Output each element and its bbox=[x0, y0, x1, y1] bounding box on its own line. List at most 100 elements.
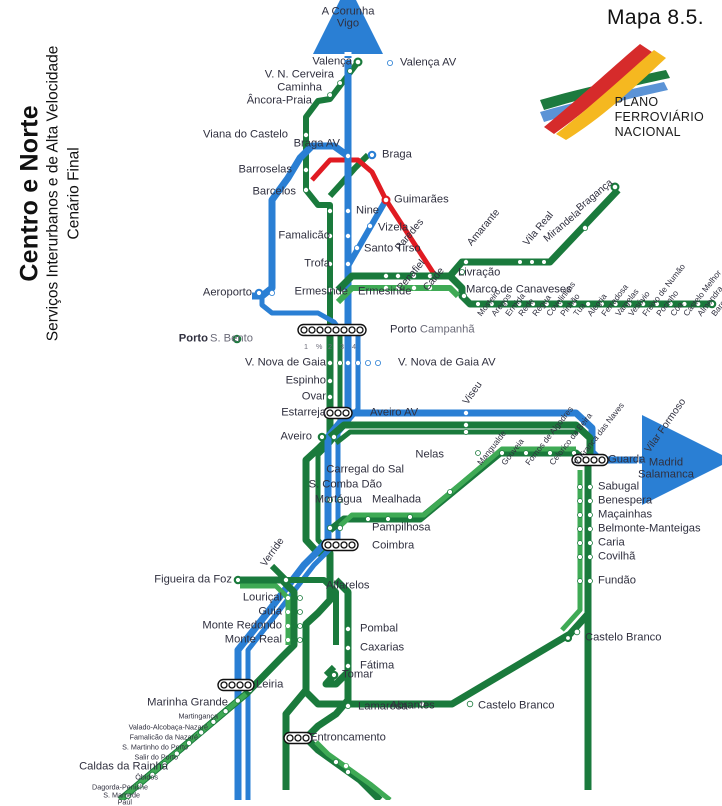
station-dot[interactable] bbox=[222, 708, 229, 715]
station-dot[interactable] bbox=[125, 793, 132, 800]
station-dot[interactable] bbox=[577, 526, 583, 532]
terminus-station-dot[interactable] bbox=[367, 150, 377, 160]
station-dot[interactable] bbox=[587, 512, 593, 518]
station-dot[interactable] bbox=[285, 637, 291, 643]
station-dot[interactable] bbox=[326, 377, 333, 384]
station-dot[interactable] bbox=[285, 623, 291, 629]
station-dot[interactable] bbox=[332, 759, 339, 766]
station-dot[interactable] bbox=[302, 186, 309, 193]
station-dot[interactable] bbox=[302, 166, 309, 173]
terminus-station-dot[interactable] bbox=[353, 57, 363, 67]
station-dot[interactable] bbox=[330, 433, 337, 440]
station-dot[interactable] bbox=[695, 301, 702, 307]
station-dot[interactable] bbox=[342, 763, 349, 770]
station-dot[interactable] bbox=[587, 578, 593, 584]
terminus-station-dot[interactable] bbox=[232, 334, 242, 344]
station-dot[interactable] bbox=[587, 484, 593, 490]
station-dot[interactable] bbox=[344, 769, 351, 776]
station-dot[interactable] bbox=[488, 301, 495, 307]
station-dot[interactable] bbox=[502, 301, 509, 307]
station-dot[interactable] bbox=[344, 626, 351, 633]
station-dot[interactable] bbox=[344, 152, 351, 159]
station-dot[interactable] bbox=[426, 284, 433, 291]
station-dot[interactable] bbox=[410, 284, 417, 291]
station-dot[interactable] bbox=[523, 450, 529, 456]
station-dot[interactable] bbox=[587, 498, 593, 504]
station-dot[interactable] bbox=[326, 286, 333, 293]
station-dot[interactable] bbox=[541, 259, 547, 265]
station-dot[interactable] bbox=[577, 498, 583, 504]
station-dot[interactable] bbox=[344, 645, 351, 652]
station-dot[interactable] bbox=[571, 301, 578, 307]
station-dot[interactable] bbox=[302, 131, 309, 138]
station-dot[interactable] bbox=[268, 289, 275, 296]
terminus-station-dot[interactable] bbox=[610, 182, 620, 192]
station-dot[interactable] bbox=[326, 496, 333, 503]
station-dot[interactable] bbox=[587, 526, 593, 532]
station-dot[interactable] bbox=[336, 496, 343, 503]
station-dot[interactable] bbox=[382, 284, 389, 291]
station-dot[interactable] bbox=[344, 232, 351, 239]
station-dot[interactable] bbox=[410, 272, 417, 279]
terminus-station-dot[interactable] bbox=[563, 633, 573, 643]
station-dot[interactable] bbox=[374, 359, 381, 366]
station-dot[interactable] bbox=[640, 301, 647, 307]
station-dot[interactable] bbox=[326, 359, 333, 366]
station-dot[interactable] bbox=[529, 259, 535, 265]
station-dot[interactable] bbox=[394, 272, 401, 279]
station-dot[interactable] bbox=[462, 409, 469, 416]
terminus-station-dot[interactable] bbox=[381, 195, 391, 205]
station-dot[interactable] bbox=[364, 359, 371, 366]
station-dot[interactable] bbox=[466, 700, 474, 708]
station-dot[interactable] bbox=[285, 609, 291, 615]
station-dot[interactable] bbox=[577, 484, 583, 490]
station-dot[interactable] bbox=[577, 554, 583, 560]
station-dot[interactable] bbox=[326, 232, 333, 239]
station-dot[interactable] bbox=[353, 244, 360, 251]
station-dot[interactable] bbox=[462, 421, 469, 428]
station-dot[interactable] bbox=[547, 450, 553, 456]
station-dot[interactable] bbox=[418, 701, 425, 708]
station-dot[interactable] bbox=[407, 514, 413, 520]
terminus-station-dot[interactable] bbox=[329, 670, 339, 680]
station-dot[interactable] bbox=[385, 516, 391, 522]
station-dot[interactable] bbox=[626, 301, 633, 307]
station-dot[interactable] bbox=[326, 393, 333, 400]
station-dot[interactable] bbox=[336, 359, 343, 366]
station-dot[interactable] bbox=[149, 771, 156, 778]
interchange-marker[interactable] bbox=[283, 731, 313, 745]
station-dot[interactable] bbox=[365, 516, 371, 522]
station-dot[interactable] bbox=[573, 628, 581, 636]
station-dot[interactable] bbox=[681, 301, 688, 307]
station-dot[interactable] bbox=[598, 301, 605, 307]
station-dot[interactable] bbox=[137, 782, 144, 789]
station-dot[interactable] bbox=[654, 301, 660, 307]
station-dot[interactable] bbox=[475, 301, 481, 307]
station-dot[interactable] bbox=[344, 703, 351, 710]
station-dot[interactable] bbox=[344, 663, 351, 670]
station-dot[interactable] bbox=[587, 554, 593, 560]
station-dot[interactable] bbox=[516, 301, 523, 307]
station-dot[interactable] bbox=[347, 68, 353, 74]
station-dot[interactable] bbox=[458, 268, 465, 275]
station-dot[interactable] bbox=[543, 301, 550, 307]
station-dot[interactable] bbox=[366, 222, 373, 229]
station-dot[interactable] bbox=[297, 623, 303, 629]
terminus-station-dot[interactable] bbox=[233, 575, 243, 585]
station-dot[interactable] bbox=[282, 577, 289, 584]
station-dot[interactable] bbox=[585, 301, 592, 307]
station-dot[interactable] bbox=[587, 540, 593, 546]
station-dot[interactable] bbox=[612, 301, 619, 307]
station-dot[interactable] bbox=[297, 637, 303, 643]
station-dot[interactable] bbox=[577, 540, 583, 546]
station-dot[interactable] bbox=[426, 272, 433, 279]
terminus-station-dot[interactable] bbox=[254, 288, 264, 298]
station-dot[interactable] bbox=[185, 740, 192, 747]
station-dot[interactable] bbox=[234, 697, 241, 704]
station-dot[interactable] bbox=[336, 525, 343, 532]
station-dot[interactable] bbox=[198, 729, 205, 736]
station-dot[interactable] bbox=[344, 359, 351, 366]
station-dot[interactable] bbox=[326, 207, 333, 214]
interchange-marker[interactable] bbox=[297, 323, 367, 337]
station-dot[interactable] bbox=[337, 80, 343, 86]
